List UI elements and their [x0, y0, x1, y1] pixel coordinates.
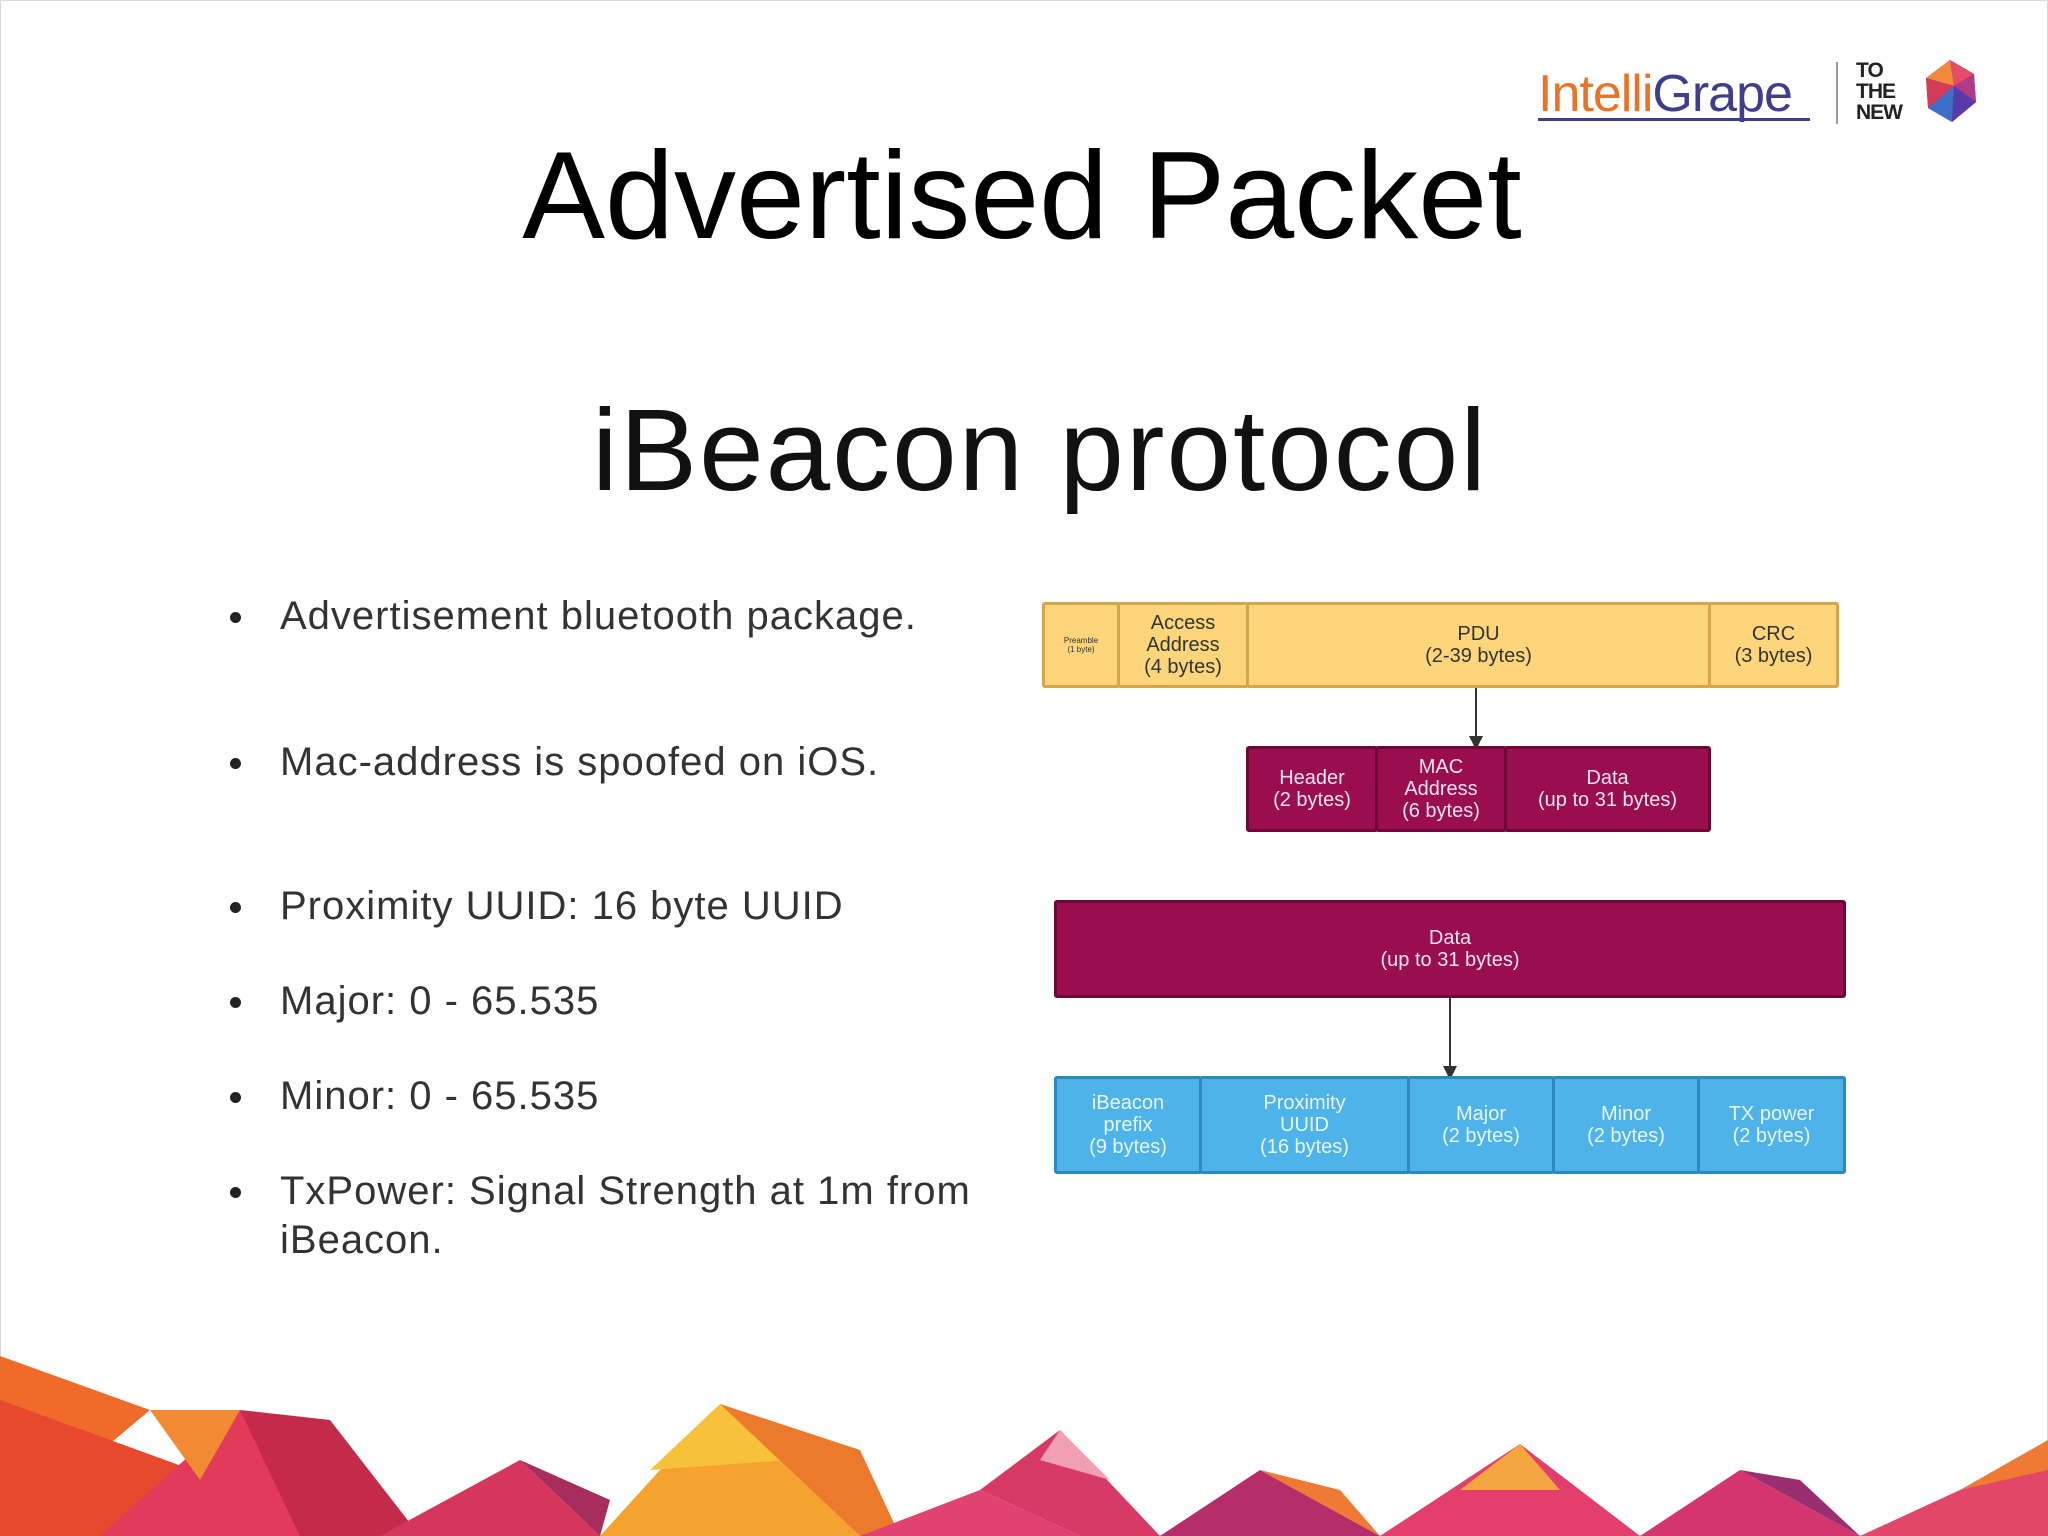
- decorative-mountains: [0, 1356, 2048, 1536]
- bullet-dot-icon: [230, 758, 241, 769]
- arrow-data-to-ibeacon: [1449, 998, 1451, 1070]
- ibeacon-field-proximity-uuid: Proximity UUID(16 bytes): [1199, 1076, 1410, 1174]
- ttn-line-2: THE: [1856, 80, 1896, 103]
- ibeacon-field-tx-power: TX power(2 bytes): [1697, 1076, 1846, 1174]
- logo-underline: [1538, 118, 1810, 121]
- arrow-pdu-to-fields: [1475, 688, 1477, 740]
- page-title: Advertised Packet: [522, 127, 1522, 265]
- to-the-new-wordmark: TO THE NEW: [1856, 59, 1903, 124]
- ttn-line-3: NEW: [1856, 101, 1903, 124]
- ibeacon-field-prefix: iBeacon prefix(9 bytes): [1054, 1076, 1202, 1174]
- logo-separator: [1836, 62, 1838, 124]
- pdu-field-mac-address: MAC Address(6 bytes): [1375, 746, 1507, 832]
- logo-brand-part2: Grape: [1652, 65, 1793, 123]
- bullet-dot-icon: [230, 612, 241, 623]
- company-logo: IntelliGrape TO THE NEW: [1538, 58, 1978, 128]
- bullet-dot-icon: [230, 1187, 241, 1198]
- bullet-dot-icon: [230, 902, 241, 913]
- pdu-field-data: Data(up to 31 bytes): [1504, 746, 1711, 832]
- bullet-dot-icon: [230, 997, 241, 1008]
- pdu-field-header: Header(2 bytes): [1246, 746, 1378, 832]
- packet-field-preamble: Preamble(1 byte): [1042, 602, 1120, 688]
- logo-brand-part1: Intelli: [1538, 65, 1653, 123]
- packet-field-crc: CRC(3 bytes): [1708, 602, 1839, 688]
- ibeacon-field-major: Major(2 bytes): [1407, 1076, 1555, 1174]
- bullet-dot-icon: [230, 1092, 241, 1103]
- data-box: Data(up to 31 bytes): [1054, 900, 1846, 998]
- gem-logo-icon: [1926, 60, 1976, 122]
- ibeacon-field-minor: Minor(2 bytes): [1552, 1076, 1700, 1174]
- intelligrape-wordmark: IntelliGrape: [1538, 64, 1793, 124]
- packet-field-access-address: Access Address(4 bytes): [1117, 602, 1249, 688]
- packet-field-pdu: PDU(2-39 bytes): [1246, 602, 1711, 688]
- page-subtitle: iBeacon protocol: [591, 385, 1489, 515]
- ttn-line-1: TO: [1856, 59, 1884, 82]
